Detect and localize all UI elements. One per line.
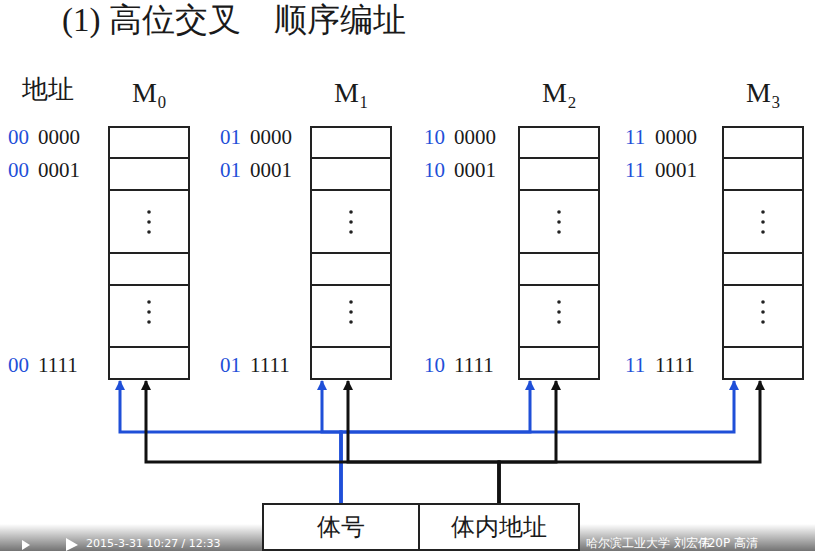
- cell-divider: [520, 252, 598, 254]
- address-bus: [146, 381, 499, 503]
- cell-divider: [724, 157, 802, 159]
- bank-bits: 11: [625, 159, 645, 182]
- offset-bits: 0001: [454, 159, 496, 182]
- address-bus: [322, 381, 341, 503]
- field-name: 体号: [317, 514, 365, 540]
- cell-divider: [110, 157, 188, 159]
- offset-bits: 0000: [454, 126, 496, 149]
- offset-bits: 0000: [38, 126, 80, 149]
- cell-divider: [110, 252, 188, 254]
- cell-divider: [724, 346, 802, 348]
- ellipsis-dot: [349, 300, 353, 304]
- ellipsis-dot: [557, 210, 561, 214]
- address-field: 体号: [262, 503, 420, 551]
- ellipsis-dot: [147, 310, 151, 314]
- cell-divider: [724, 252, 802, 254]
- cell-divider: [312, 284, 390, 286]
- cell-divider: [312, 346, 390, 348]
- cell-divider: [312, 157, 390, 159]
- ellipsis-dot: [761, 230, 765, 234]
- offset-bits: 0000: [655, 126, 697, 149]
- offset-bits: 1111: [655, 354, 695, 377]
- diagram-title: (1) 高位交叉 顺序编址: [62, 2, 406, 38]
- address-field: 体内地址: [418, 503, 580, 551]
- ellipsis-dot: [147, 320, 151, 324]
- memory-bank: M₁: [310, 126, 392, 380]
- cell-divider: [110, 189, 188, 191]
- memory-cells: [312, 128, 390, 378]
- ellipsis-dot: [557, 310, 561, 314]
- address-bus: [499, 381, 760, 503]
- play-icon: [66, 538, 78, 551]
- ellipsis-dot: [557, 300, 561, 304]
- cell-divider: [520, 157, 598, 159]
- bank-bits: 01: [220, 126, 241, 149]
- video-time: 2015-3-31 10:27 / 12:33: [86, 538, 221, 550]
- ellipsis-dot: [349, 310, 353, 314]
- cell-divider: [520, 284, 598, 286]
- cell-divider: [724, 284, 802, 286]
- ellipsis-dot: [147, 230, 151, 234]
- cell-divider: [110, 284, 188, 286]
- bank-bits: 01: [220, 159, 241, 182]
- address-bus: [348, 381, 499, 503]
- memory-cells: [110, 128, 188, 378]
- offset-bits: 0001: [250, 159, 292, 182]
- ellipsis-dot: [557, 320, 561, 324]
- bank-bits: 01: [220, 354, 241, 377]
- cell-divider: [312, 252, 390, 254]
- address-bus: [341, 381, 530, 503]
- address-header: 地址: [22, 76, 74, 105]
- offset-bits: 0000: [250, 126, 292, 149]
- offset-bits: 1111: [250, 354, 290, 377]
- bank-bits: 10: [424, 354, 445, 377]
- memory-bank: M₃: [722, 126, 804, 380]
- cell-divider: [724, 189, 802, 191]
- bank-bits: 00: [8, 159, 29, 182]
- bank-bits: 11: [625, 126, 645, 149]
- address-bus: [499, 381, 556, 503]
- ellipsis-dot: [761, 210, 765, 214]
- ellipsis-dot: [761, 320, 765, 324]
- ellipsis-dot: [761, 220, 765, 224]
- offset-bits: 0001: [38, 159, 80, 182]
- ellipsis-dot: [349, 230, 353, 234]
- bank-name: M₁: [334, 78, 369, 109]
- video-watermark: 哈尔滨工业大学 刘宏伟: [586, 537, 710, 550]
- cell-divider: [312, 189, 390, 191]
- memory-cells: [724, 128, 802, 378]
- offset-bits: 0001: [655, 159, 697, 182]
- memory-bank: M₂: [518, 126, 600, 380]
- ellipsis-dot: [349, 220, 353, 224]
- bank-name: M₃: [746, 78, 781, 109]
- memory-cells: [520, 128, 598, 378]
- ellipsis-dot: [761, 310, 765, 314]
- bank-bits: 00: [8, 126, 29, 149]
- ellipsis-dot: [147, 300, 151, 304]
- ellipsis-dot: [557, 220, 561, 224]
- address-bus: [341, 381, 734, 503]
- bank-bits: 11: [625, 354, 645, 377]
- ellipsis-dot: [147, 210, 151, 214]
- bank-name: M₀: [132, 78, 167, 109]
- address-bus: [120, 381, 341, 503]
- ellipsis-dot: [761, 300, 765, 304]
- bank-bits: 10: [424, 126, 445, 149]
- ellipsis-dot: [349, 320, 353, 324]
- bank-name: M₂: [542, 78, 577, 109]
- prev-icon: [22, 540, 30, 550]
- memory-bank: M₀: [108, 126, 190, 380]
- video-quality: 720P 高清: [700, 537, 758, 550]
- ellipsis-dot: [557, 230, 561, 234]
- ellipsis-dot: [147, 220, 151, 224]
- offset-bits: 1111: [38, 354, 78, 377]
- bank-bits: 10: [424, 159, 445, 182]
- cell-divider: [520, 346, 598, 348]
- cell-divider: [520, 189, 598, 191]
- offset-bits: 1111: [454, 354, 494, 377]
- field-name: 体内地址: [451, 514, 547, 540]
- ellipsis-dot: [349, 210, 353, 214]
- cell-divider: [110, 346, 188, 348]
- bank-bits: 00: [8, 354, 29, 377]
